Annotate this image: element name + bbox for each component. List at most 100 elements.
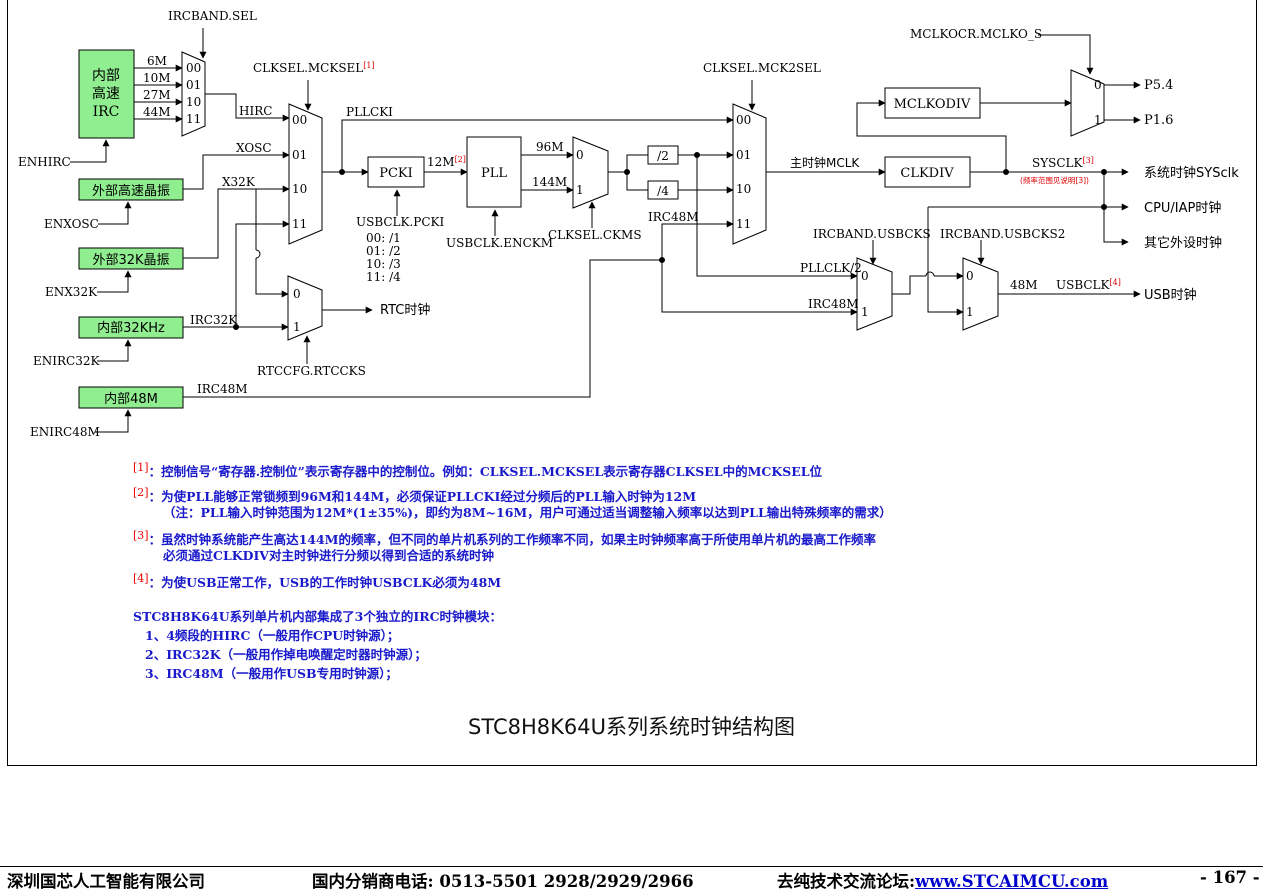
footer-page-number: - 167 -	[1200, 868, 1260, 887]
hirc-sel-01: 01	[186, 78, 201, 92]
mcksel-mux	[288, 103, 323, 245]
pll-144m-label: 144M	[532, 175, 567, 189]
mclkodiv-box	[884, 87, 981, 119]
ckms-in-0: 0	[576, 148, 584, 162]
hirc-box-line3: IRC	[93, 104, 120, 120]
clock-diagram: 内部 高速 IRC 6M 10M 27M 44M 00 01 10 11 IRC…	[18, 9, 1239, 439]
rtc-in-0: 0	[293, 287, 301, 301]
footer-phone: 国内分销商电话: 0513-5501 2928/2929/2966	[312, 872, 694, 891]
note-2b: （注：PLL输入时钟范围为12M*(1±35%)，即约为8M~16M，用户可通过…	[163, 505, 892, 520]
irc-summary-1: 1、4频段的HIRC（一般用作CPU时钟源）；	[145, 628, 400, 643]
clkdiv-box-label: CLKDIV	[900, 166, 954, 181]
footer-forum: 去纯技术交流论坛:www.STCAIMCU.com	[777, 872, 1109, 891]
rtc-in-1: 1	[293, 320, 301, 334]
figure-caption: STC8H8K64U系列系统时钟结构图	[468, 715, 795, 739]
usbcks-mux	[856, 257, 893, 331]
x32k-box-label: 外部32K晶振	[92, 253, 169, 268]
main-clock-label: 主时钟MCLK	[790, 155, 860, 170]
usbcks-in-0: 0	[861, 269, 869, 283]
pcki-div-00: 00: /1	[366, 231, 401, 245]
irc48m-usb-signal: IRC48M	[808, 297, 859, 311]
pll-96m-label: 96M	[536, 140, 564, 154]
note-4: [4]：为使USB正常工作，USB的工作时钟USBCLK必须为48M	[133, 572, 502, 591]
irc48m-box-label: 内部48M	[104, 391, 158, 407]
hirc-box-line1: 内部	[92, 68, 120, 84]
enhirc-label: ENHIRC	[18, 155, 71, 169]
usbclk-label: USBCLK[4]	[1056, 278, 1121, 292]
hirc-box-line2: 高速	[92, 85, 120, 102]
mcksel-in-00: 00	[292, 113, 307, 127]
freq-44m: 44M	[143, 105, 171, 119]
mck2sel-in-11: 11	[736, 217, 751, 231]
usbcks2-in-0: 0	[966, 269, 974, 283]
p54-label: P5.4	[1144, 78, 1173, 93]
usb-clock-label: USB时钟	[1144, 287, 1197, 303]
rtc-clock-label: RTC时钟	[380, 302, 430, 318]
div4-label: /4	[657, 184, 669, 198]
hirc-signal: HIRC	[239, 104, 272, 118]
footer-company: 深圳国芯人工智能有限公司	[7, 872, 205, 891]
hirc-sel-00: 00	[186, 61, 201, 75]
enx32k-label: ENX32K	[45, 285, 98, 299]
ckms-label: CLKSEL.CKMS	[548, 228, 642, 242]
xosc-box-label: 外部高速晶振	[92, 183, 170, 199]
usbcks2-in-1: 1	[966, 305, 974, 319]
mclko-s-label: MCLKOCR.MCLKO_S	[910, 27, 1042, 41]
sysclk-label: SYSCLK[3]	[1032, 156, 1094, 170]
mclko-in-1: 1	[1094, 113, 1102, 127]
hirc-box	[78, 49, 135, 139]
pllclk2-label: PLLCLK/2	[800, 261, 862, 275]
mclko-mux	[1070, 69, 1105, 137]
irc32k-signal: IRC32K	[190, 313, 238, 327]
usbclk-enckm-label: USBCLK.ENCKM	[446, 236, 553, 250]
enxosc-label: ENXOSC	[44, 217, 99, 231]
pll-box	[466, 136, 522, 208]
rtc-mux	[287, 275, 323, 341]
xosc-signal: XOSC	[236, 141, 272, 155]
freq-10m: 10M	[143, 71, 171, 85]
irc-summary-2: 2、IRC32K（一般用作掉电唤醒定时器时钟源）；	[145, 647, 427, 662]
ckms-in-1: 1	[576, 183, 584, 197]
mck2sel-mux	[732, 103, 767, 245]
enirc32k-label: ENIRC32K	[33, 354, 100, 368]
enirc48m-label: ENIRC48M	[30, 425, 100, 439]
hirc-mux	[181, 51, 206, 137]
pll-box-label: PLL	[481, 166, 507, 181]
irc-summary-title: STC8H8K64U系列单片机内部集成了3个独立的IRC时钟模块：	[133, 609, 503, 624]
irc48m-mid-signal: IRC48M	[648, 210, 699, 224]
footer-divider	[0, 866, 1263, 867]
hirc-sel-10: 10	[186, 95, 201, 109]
pll-in-label: 12M[2]	[427, 155, 466, 169]
irc-summary-3: 3、IRC48M（一般用作USB专用时钟源）；	[145, 666, 398, 681]
sysclk-note: (频率范围见说明[3])	[1020, 175, 1089, 185]
mcksel-in-01: 01	[292, 148, 307, 162]
mck2sel-in-10: 10	[736, 182, 751, 196]
pcki-div-11: 11: /4	[366, 270, 401, 284]
p16-label: P1.6	[1144, 113, 1173, 128]
out-sysclk-label: 系统时钟SYSclk	[1144, 165, 1239, 181]
pcki-div-01: 01: /2	[366, 244, 401, 258]
usbclk-pcki-label: USBCLK.PCKI	[356, 215, 445, 229]
mcksel-in-11: 11	[292, 217, 307, 231]
out-cpu-label: CPU/IAP时钟	[1144, 200, 1221, 216]
note-3b: 必须通过CLKDIV对主时钟进行分频以得到合适的系统时钟	[163, 548, 494, 563]
hirc-sel-11: 11	[186, 112, 201, 126]
mcksel-label: CLKSEL.MCKSEL[1]	[253, 61, 375, 75]
forum-link[interactable]: www.STCAIMCU.com	[915, 872, 1109, 891]
usbcks2-mux	[962, 257, 999, 331]
pcki-div-10: 10: /3	[366, 257, 401, 271]
out-periph-label: 其它外设时钟	[1144, 235, 1222, 251]
pcki-box-label: PCKI	[379, 166, 413, 181]
rtccks-label: RTCCFG.RTCCKS	[257, 364, 366, 378]
freq-27m: 27M	[143, 88, 171, 102]
ircband-sel-label: IRCBAND.SEL	[168, 9, 257, 23]
mclkodiv-box-label: MCLKODIV	[894, 97, 971, 112]
usbcks-in-1: 1	[861, 305, 869, 319]
mck2sel-in-00: 00	[736, 113, 751, 127]
ckms-mux	[572, 136, 609, 209]
usb-48m-label: 48M	[1010, 278, 1038, 292]
pllcki-signal: PLLCKI	[346, 105, 393, 119]
irc32k-box-label: 内部32KHz	[97, 320, 165, 336]
usbcks2-label: IRCBAND.USBCKS2	[940, 227, 1065, 241]
x32k-signal: X32K	[222, 175, 256, 189]
